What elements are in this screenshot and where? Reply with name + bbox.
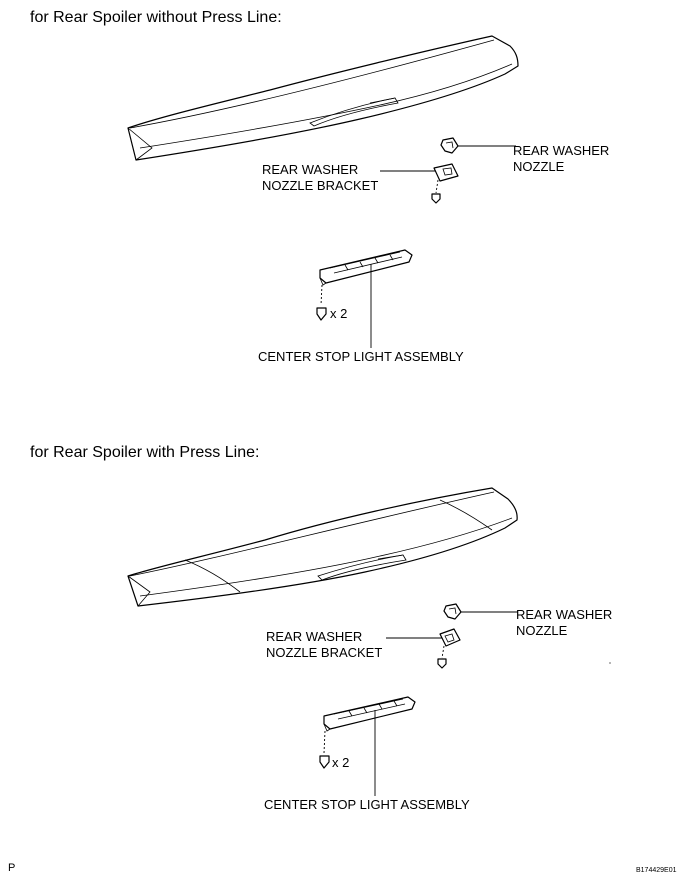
fastener-axis bbox=[441, 645, 445, 659]
screw-icon bbox=[316, 307, 327, 321]
center-stop-light-assembly-label: CENTER STOP LIGHT ASSEMBLY bbox=[264, 797, 470, 812]
figure-id: B174429E01 bbox=[636, 867, 677, 874]
quantity-label: x 2 bbox=[330, 306, 348, 321]
fastener-axis bbox=[320, 284, 323, 306]
fastener-axis bbox=[435, 179, 439, 194]
section-1-title: for Rear Spoiler without Press Line: bbox=[30, 9, 282, 26]
rear-washer-nozzle-bracket-label-line2: NOZZLE BRACKET bbox=[266, 645, 383, 660]
rear-washer-nozzle bbox=[440, 137, 459, 154]
scan-mark bbox=[609, 662, 611, 664]
center-stop-light-assembly-label: CENTER STOP LIGHT ASSEMBLY bbox=[258, 349, 464, 364]
rear-washer-nozzle-label-line2: NOZZLE bbox=[513, 159, 565, 174]
screw-icon bbox=[319, 755, 330, 769]
quantity-label: x 2 bbox=[332, 755, 350, 770]
center-stop-light-assembly bbox=[319, 249, 413, 286]
rear-washer-nozzle-bracket-label-line1: REAR WASHER bbox=[266, 629, 363, 644]
rear-washer-nozzle-bracket-label-line2: NOZZLE BRACKET bbox=[262, 178, 379, 193]
rear-spoiler-with-press-line bbox=[127, 487, 518, 607]
page-marker: P bbox=[8, 862, 16, 874]
screw-icon bbox=[431, 193, 441, 204]
screw-icon bbox=[437, 658, 447, 669]
rear-washer-nozzle-bracket bbox=[433, 163, 459, 182]
rear-washer-nozzle-label-line1: REAR WASHER bbox=[513, 143, 610, 158]
rear-washer-nozzle bbox=[443, 603, 462, 620]
center-stop-light-assembly bbox=[323, 696, 416, 732]
rear-washer-nozzle-label-line1: REAR WASHER bbox=[516, 607, 613, 622]
section-2-title: for Rear Spoiler with Press Line: bbox=[30, 444, 260, 461]
rear-washer-nozzle-label-line2: NOZZLE bbox=[516, 623, 568, 638]
fastener-axis bbox=[323, 730, 326, 754]
rear-washer-nozzle-bracket bbox=[439, 628, 461, 647]
rear-spoiler-without-press-line bbox=[127, 35, 519, 161]
rear-washer-nozzle-bracket-label-line1: REAR WASHER bbox=[262, 162, 359, 177]
